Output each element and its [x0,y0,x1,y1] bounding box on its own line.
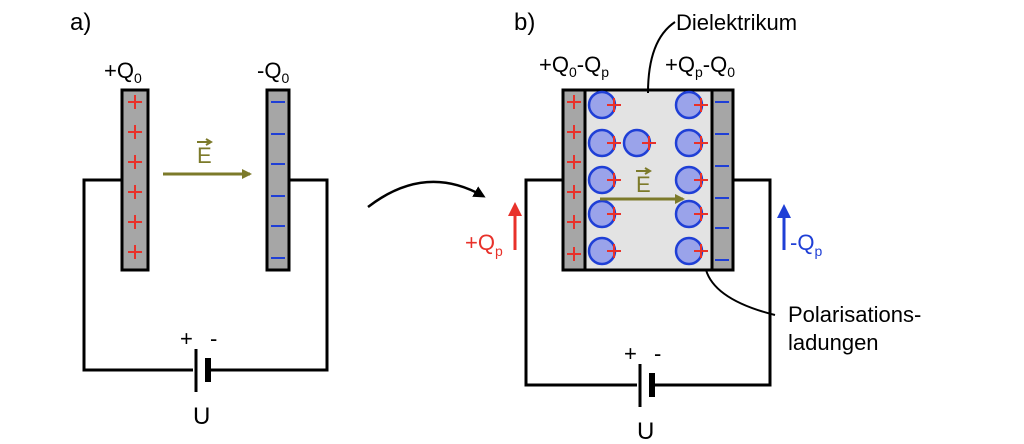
dipole [622,128,656,158]
dipole [587,165,621,195]
polarization-label-line1: Polarisations- [788,302,921,327]
polarization-leader-line [705,269,776,316]
panel-a: a) + - U [70,9,329,430]
wire-b-left [524,178,637,387]
plate-a-negative-charges [271,101,285,259]
dipole [587,90,621,120]
field-label-b: E [636,172,651,197]
plate-b-negative-charges [715,101,729,261]
plate-a-positive [120,88,150,272]
dipole [674,165,708,195]
panel-b-label: b) [514,9,535,36]
field-label-a: E [197,143,212,168]
field-vector-tip-a [205,138,213,146]
battery-a-minus: - [210,326,217,351]
transition-arrow [367,180,486,208]
voltage-a-label: U [193,403,210,430]
plate-b-positive-charges [567,95,581,261]
polarization-label-line2: ladungen [788,330,879,355]
plate-b-right-label: +Qp-Q0 [665,52,735,80]
plate-a-positive-charges [128,95,142,259]
battery-a-plus: + [180,326,193,351]
dielectric-label: Dielektrikum [676,10,797,35]
dipoles [587,90,708,266]
plate-a-negative-label: -Q0 [257,58,289,86]
plate-a-negative [265,88,291,272]
positive-polarization-arrowhead [508,202,522,216]
dipole [674,90,708,120]
dipole [674,236,708,266]
field-vector-tip-b [644,167,652,175]
dipole [587,199,621,229]
battery-b: + - U [624,341,661,444]
dipole [674,128,708,158]
dipole [587,128,621,158]
wire-left [82,178,193,372]
plate-b-negative [710,88,735,272]
wire-b-right [654,178,772,387]
wire-right [211,178,329,372]
panel-b: b) + - U [465,9,921,444]
negative-polarization-label: -Qp [790,230,822,259]
dipole [674,199,708,229]
battery-b-plus: + [624,341,637,366]
voltage-b-label: U [637,418,654,444]
dipole [587,236,621,266]
plate-b-positive [561,88,587,272]
panel-a-label: a) [70,9,91,36]
negative-polarization-arrowhead [777,204,791,218]
battery-b-minus: - [654,341,661,366]
positive-polarization-label: +Qp [465,230,503,259]
plate-a-positive-label: +Q0 [104,58,142,86]
dielectric-leader-line [647,21,676,94]
plate-b-left-label: +Q0-Qp [539,52,609,80]
battery-a: + - U [180,326,217,430]
